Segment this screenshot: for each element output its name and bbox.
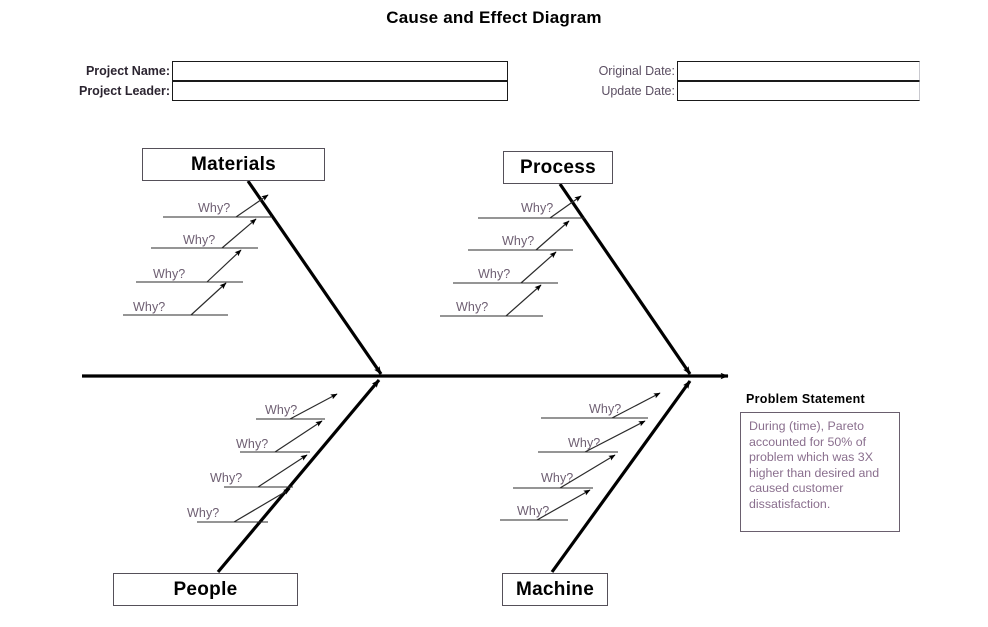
category-box-process[interactable]: Process [503,151,613,184]
project-leader-input[interactable] [172,81,508,101]
category-box-materials[interactable]: Materials [142,148,325,181]
cause-label-people-2[interactable]: Why? [236,437,269,451]
cause-label-machine-4[interactable]: Why? [517,504,550,518]
cause-label-machine-3[interactable]: Why? [541,471,574,485]
problem-statement-text[interactable]: During (time), Pareto accounted for 50% … [740,412,900,532]
update-date-input[interactable] [677,81,920,101]
branch-people [197,378,381,574]
category-box-machine[interactable]: Machine [502,573,608,606]
project-name-input[interactable] [172,61,508,81]
cause-label-machine-2[interactable]: Why? [568,436,601,450]
branch-process [440,183,692,375]
branch-machine [500,380,692,573]
cause-label-process-4[interactable]: Why? [456,300,489,314]
cause-label-materials-4[interactable]: Why? [133,300,166,314]
page-title: Cause and Effect Diagram [386,8,602,27]
cause-label-materials-2[interactable]: Why? [183,233,216,247]
cause-label-process-1[interactable]: Why? [521,201,554,215]
branch-materials [123,180,383,375]
cause-label-materials-3[interactable]: Why? [153,267,186,281]
cause-label-machine-1[interactable]: Why? [589,402,622,416]
problem-statement-heading: Problem Statement [746,392,866,406]
cause-label-people-3[interactable]: Why? [210,471,243,485]
cause-label-people-1[interactable]: Why? [265,403,298,417]
original-date-label: Original Date: [598,64,675,78]
cause-label-process-2[interactable]: Why? [502,234,535,248]
cause-label-process-3[interactable]: Why? [478,267,511,281]
cause-label-materials-1[interactable]: Why? [198,201,231,215]
update-date-label: Update Date: [601,84,675,98]
category-box-people[interactable]: People [113,573,298,606]
cause-label-people-4[interactable]: Why? [187,506,220,520]
project-leader-label: Project Leader: [78,84,170,98]
original-date-input[interactable] [677,61,920,81]
project-name-label: Project Name: [85,64,170,78]
